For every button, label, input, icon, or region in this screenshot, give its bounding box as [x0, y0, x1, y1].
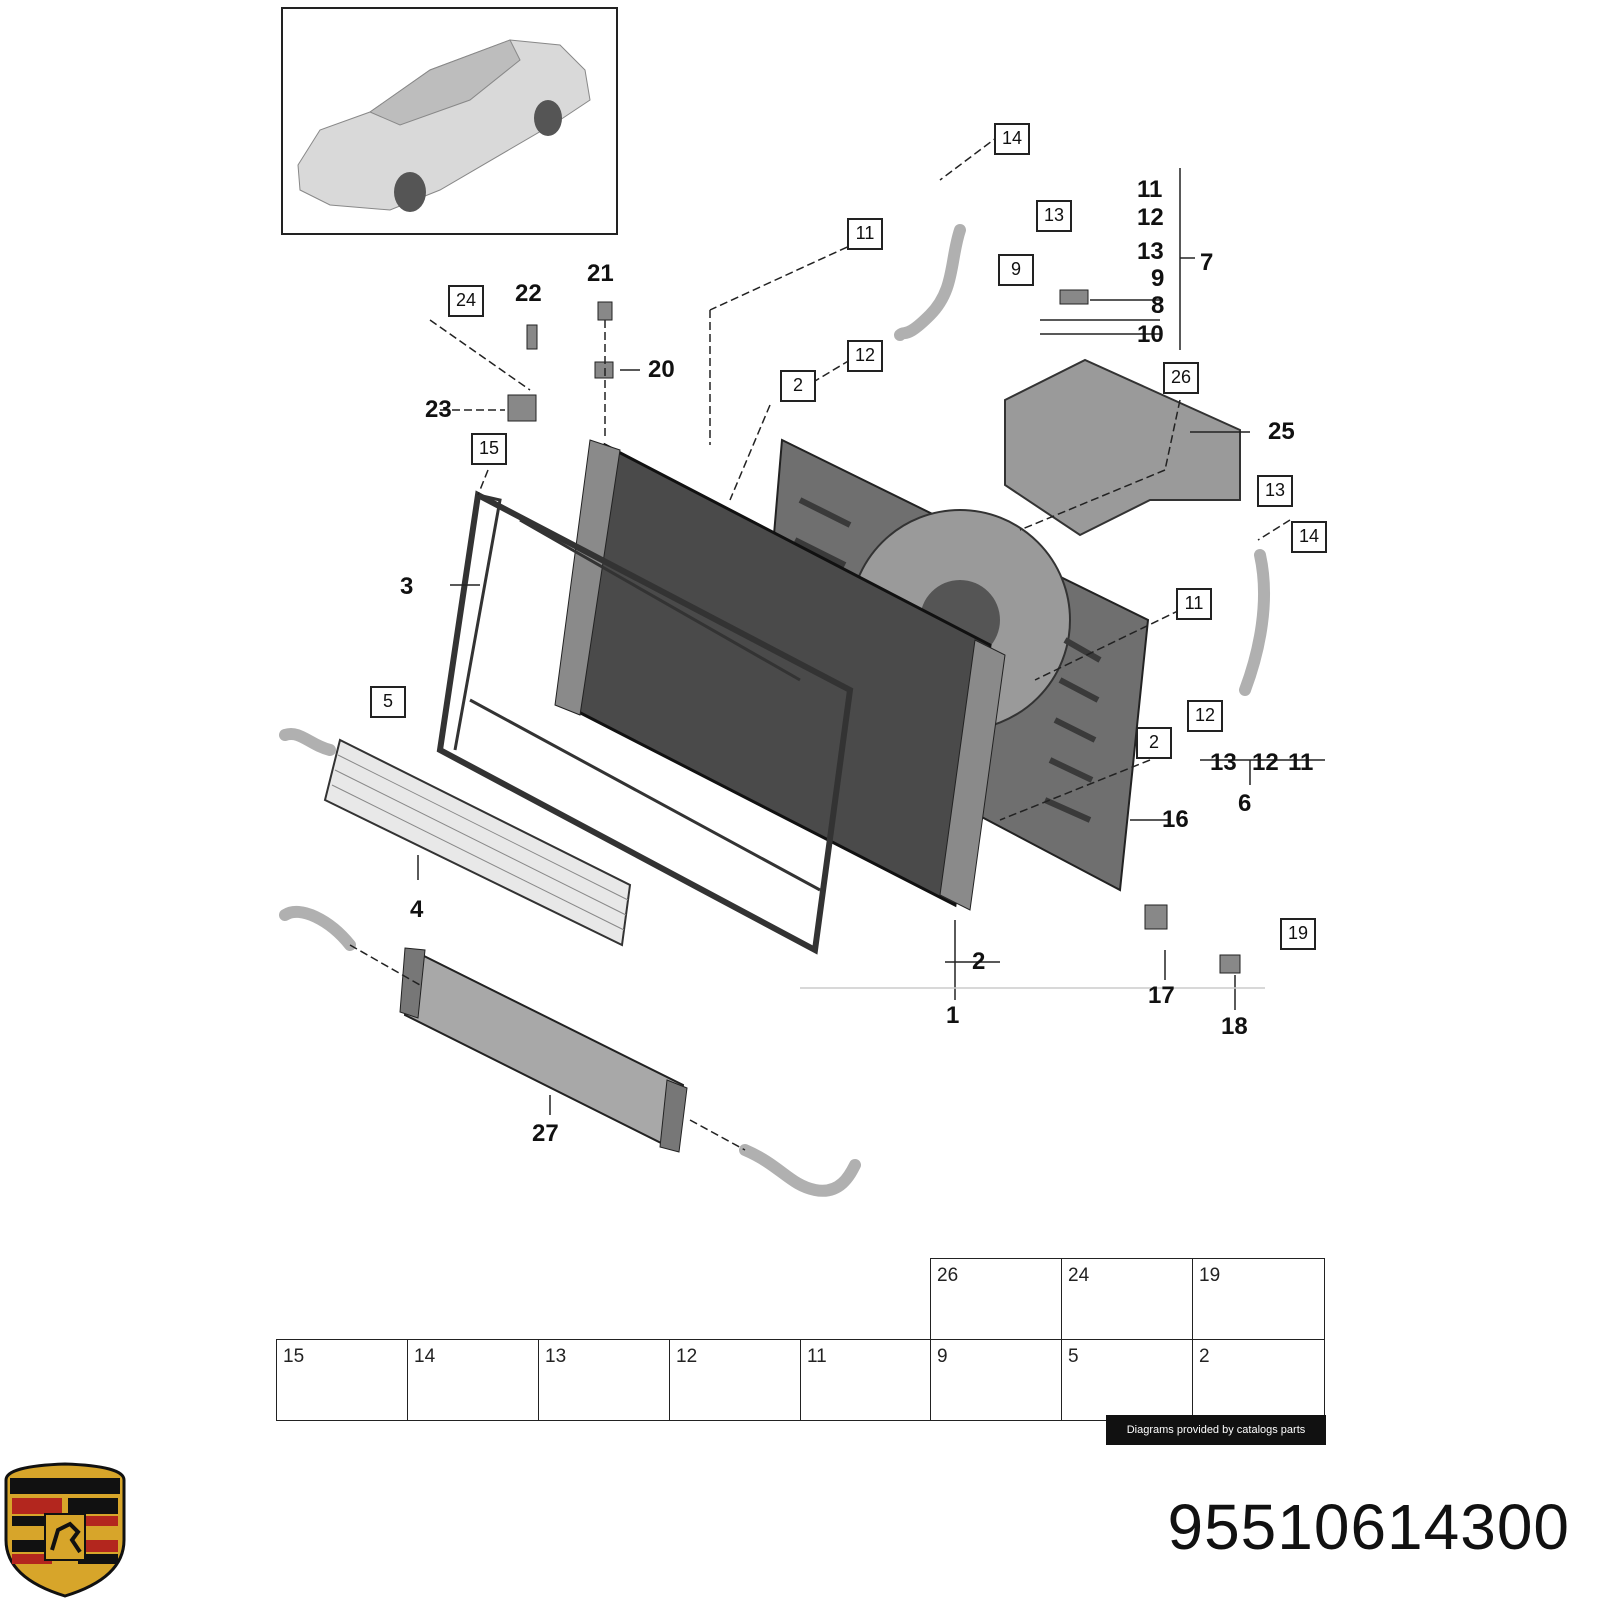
vehicle-thumbnail-car — [297, 39, 591, 212]
callout-7: 7 — [1200, 249, 1214, 276]
boxed-callout-24: 24 — [448, 285, 484, 317]
callout-3: 3 — [400, 573, 414, 600]
solid-leaders — [417, 168, 1325, 1115]
callout-23: 23 — [425, 396, 452, 423]
boxed-callout-14-right: 14 — [1291, 521, 1327, 553]
callout-12-group6: 12 — [1252, 749, 1279, 776]
porsche-crest-logo — [4, 1462, 126, 1598]
air-duct — [1004, 358, 1241, 537]
boxed-callout-14-top: 14 — [994, 123, 1030, 155]
boxed-callout-11-right: 11 — [1176, 588, 1212, 620]
part-number: 95510614300 — [1167, 1491, 1570, 1563]
hardware-cell-19: 19 — [1192, 1258, 1325, 1340]
callout-16: 16 — [1162, 806, 1189, 833]
callout-21: 21 — [587, 260, 614, 287]
callout-8: 8 — [1151, 292, 1165, 319]
callout-13-group6: 13 — [1210, 749, 1237, 776]
diagram-credit: Diagrams provided by catalogs parts — [1106, 1415, 1326, 1445]
hardware-cell-11: 11 — [800, 1339, 931, 1421]
boxed-callout-2-lower: 2 — [1136, 727, 1172, 759]
hardware-cell-5: 5 — [1061, 1339, 1193, 1421]
small-fittings — [507, 289, 1241, 974]
callout-10: 10 — [1137, 321, 1164, 348]
hardware-cell-15: 15 — [276, 1339, 408, 1421]
callout-2: 2 — [972, 948, 986, 975]
callout-11-group7: 11 — [1137, 176, 1163, 203]
boxed-callout-19: 19 — [1280, 918, 1316, 950]
boxed-callout-9: 9 — [998, 254, 1034, 286]
hardware-cell-26: 26 — [930, 1258, 1062, 1340]
callout-1: 1 — [946, 1002, 960, 1029]
hardware-cell-2: 2 — [1192, 1339, 1325, 1421]
boxed-callout-2-upper: 2 — [780, 370, 816, 402]
boxed-callout-5: 5 — [370, 686, 406, 718]
coolant-hoses — [279, 224, 1270, 1197]
callout-27: 27 — [532, 1120, 559, 1147]
callout-22: 22 — [515, 280, 542, 307]
callout-11-group6: 11 — [1288, 749, 1314, 776]
radiator-core — [554, 439, 1006, 911]
callout-12-group7: 12 — [1137, 204, 1164, 231]
callout-6: 6 — [1238, 790, 1252, 817]
hardware-cell-13: 13 — [538, 1339, 670, 1421]
boxed-callout-13-right: 13 — [1257, 475, 1293, 507]
callout-9: 9 — [1151, 265, 1165, 292]
hardware-cell-14: 14 — [407, 1339, 539, 1421]
boxed-callout-12-right: 12 — [1187, 700, 1223, 732]
hardware-cell-9: 9 — [930, 1339, 1062, 1421]
boxed-callout-13-top: 13 — [1036, 200, 1072, 232]
boxed-callout-11-top: 11 — [847, 218, 883, 250]
hardware-cell-24: 24 — [1061, 1258, 1193, 1340]
condenser — [323, 738, 632, 947]
boxed-callout-15: 15 — [471, 433, 507, 465]
boxed-callout-12-top: 12 — [847, 340, 883, 372]
hardware-cell-12: 12 — [669, 1339, 801, 1421]
callout-13-group7: 13 — [1137, 238, 1164, 265]
callout-18: 18 — [1221, 1013, 1248, 1040]
callout-25: 25 — [1268, 418, 1295, 445]
auxiliary-cooler — [399, 947, 688, 1153]
boxed-callout-26: 26 — [1163, 362, 1199, 394]
callout-17: 17 — [1148, 982, 1175, 1009]
callout-20: 20 — [648, 356, 675, 383]
radiator-frame — [436, 490, 854, 955]
callout-4: 4 — [410, 896, 424, 923]
